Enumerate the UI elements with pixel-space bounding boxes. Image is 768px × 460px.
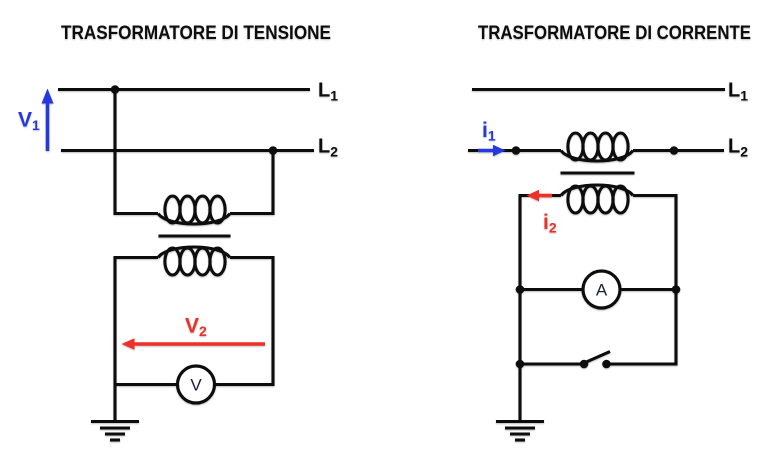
junction-dot xyxy=(511,146,521,155)
ground-symbol xyxy=(494,419,546,442)
v2-arrowhead-icon xyxy=(121,338,135,350)
i2-label: i2 xyxy=(543,211,557,236)
i2-arrowhead-icon xyxy=(526,189,539,202)
v1-label: V1 xyxy=(18,109,40,134)
switch-blade xyxy=(583,350,611,365)
primary-left-wire xyxy=(113,89,158,216)
junction-dot xyxy=(515,285,525,294)
secondary-right-wire xyxy=(606,193,678,366)
secondary-coil xyxy=(156,245,232,277)
voltmeter xyxy=(175,364,217,405)
junction-dot xyxy=(515,359,525,369)
l1-label: L1 xyxy=(728,80,748,104)
secondary-coil xyxy=(559,183,635,215)
junction-dot xyxy=(669,146,679,155)
l2-label: L2 xyxy=(318,136,338,160)
current-transformer-diagram: TRASFORMATORE DI CORRENTE i1 i2 A xyxy=(468,23,751,442)
i1-label: i1 xyxy=(482,119,496,144)
primary-coil xyxy=(559,131,635,163)
junction-dot xyxy=(671,285,681,294)
switch-contact-dot xyxy=(579,359,589,369)
voltage-transformer-diagram: TRASFORMATORE DI TENSIONE V V1 V2 L1 L2 xyxy=(18,23,338,442)
i1-arrowhead-icon xyxy=(493,144,506,157)
primary-coil xyxy=(156,194,232,226)
ground-symbol xyxy=(89,419,141,442)
v2-label: V2 xyxy=(185,315,207,340)
l1-label: L1 xyxy=(318,80,338,104)
voltmeter-label: V xyxy=(190,376,202,395)
current-transformer-title: TRASFORMATORE DI CORRENTE xyxy=(478,23,751,44)
ammeter xyxy=(581,269,622,310)
ammeter-label: A xyxy=(596,281,608,300)
switch-contact-dot xyxy=(602,359,611,369)
v1-arrowhead-icon xyxy=(41,88,54,104)
voltage-transformer-title: TRASFORMATORE DI TENSIONE xyxy=(61,23,331,44)
primary-right-wire xyxy=(230,150,275,216)
l2-label: L2 xyxy=(728,136,748,160)
secondary-left-wire xyxy=(113,255,158,421)
